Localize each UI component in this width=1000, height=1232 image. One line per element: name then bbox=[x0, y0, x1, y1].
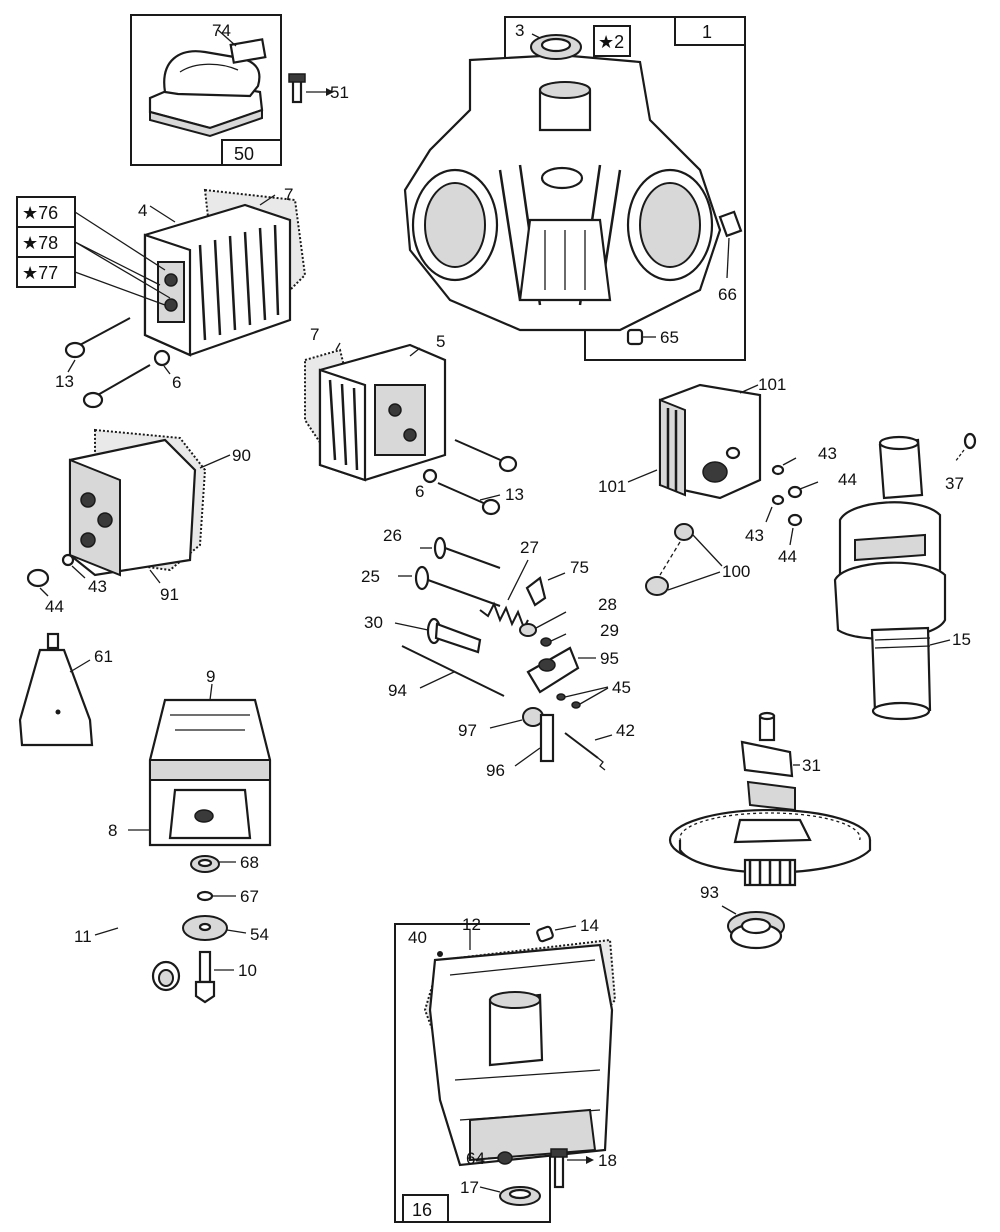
crankshaft-icon bbox=[833, 432, 977, 721]
label-4: 4 bbox=[138, 201, 147, 220]
label-43-second: 43 bbox=[745, 526, 764, 545]
label-68: 68 bbox=[240, 853, 259, 872]
label-40: 40 bbox=[408, 928, 427, 947]
label-101-second: 101 bbox=[598, 477, 626, 496]
valve-cover-icon bbox=[68, 428, 231, 584]
label-7-second: 7 bbox=[310, 325, 319, 344]
bolt-icon bbox=[288, 73, 334, 104]
bolt-icon bbox=[550, 1148, 594, 1189]
washer-icon bbox=[182, 855, 247, 941]
washer-icon bbox=[765, 457, 819, 546]
label-44-second: 44 bbox=[778, 547, 797, 566]
label-6-second: 6 bbox=[415, 482, 424, 501]
label-97: 97 bbox=[458, 721, 477, 740]
valve-icon bbox=[398, 536, 501, 607]
starred-box-2 bbox=[593, 25, 631, 57]
label-74: 74 bbox=[212, 21, 231, 40]
label-65: 65 bbox=[660, 328, 679, 347]
breather-cover-icon bbox=[627, 383, 762, 500]
label-64: 64 bbox=[466, 1149, 485, 1168]
label-43: 43 bbox=[818, 444, 837, 463]
label-45: 45 bbox=[612, 678, 631, 697]
push-rod-icon bbox=[401, 645, 505, 697]
label-30: 30 bbox=[364, 613, 383, 632]
rocker-arm-icon bbox=[526, 646, 609, 709]
label-17: 17 bbox=[460, 1178, 479, 1197]
camshaft-gear-icon bbox=[668, 711, 872, 887]
label-27: 27 bbox=[520, 538, 539, 557]
label-13: 13 bbox=[55, 372, 74, 391]
plug-icon bbox=[437, 925, 577, 1165]
label-91: 91 bbox=[160, 585, 179, 604]
starred-2: ★2 bbox=[598, 32, 624, 52]
label-15: 15 bbox=[952, 630, 971, 649]
tappet-icon bbox=[394, 572, 567, 654]
label-61: 61 bbox=[94, 647, 113, 666]
label-3: 3 bbox=[515, 21, 524, 40]
label-29: 29 bbox=[600, 621, 619, 640]
label-31: 31 bbox=[802, 756, 821, 775]
label-5: 5 bbox=[436, 332, 445, 351]
box-1: 1 bbox=[702, 22, 712, 42]
label-75: 75 bbox=[570, 558, 589, 577]
label-101: 101 bbox=[758, 375, 786, 394]
nut-icon bbox=[26, 553, 86, 597]
oil-sump-icon bbox=[128, 683, 272, 847]
label-11: 11 bbox=[74, 927, 92, 946]
label-67: 67 bbox=[240, 887, 259, 906]
label-42: 42 bbox=[616, 721, 635, 740]
dowel-pin-icon bbox=[626, 210, 743, 346]
head-bolt-icon bbox=[64, 317, 171, 409]
ignition-coil-icon bbox=[130, 14, 282, 166]
cylinder-head-icon bbox=[143, 188, 307, 357]
label-13-second: 13 bbox=[505, 485, 524, 504]
label-100: 100 bbox=[722, 562, 750, 581]
label-12: 12 bbox=[462, 915, 481, 934]
grommet-icon bbox=[645, 523, 723, 596]
crankcase-cover-icon bbox=[394, 923, 617, 1223]
head-bolt-icon bbox=[422, 439, 518, 516]
starred-76: ★76 bbox=[22, 203, 58, 223]
label-43-third: 43 bbox=[88, 577, 107, 596]
box-50: 50 bbox=[234, 144, 254, 164]
label-9: 9 bbox=[206, 667, 215, 686]
label-93: 93 bbox=[700, 883, 719, 902]
label-18: 18 bbox=[598, 1151, 617, 1170]
label-8: 8 bbox=[108, 821, 117, 840]
label-14: 14 bbox=[580, 916, 599, 935]
starred-78: ★78 bbox=[22, 233, 58, 253]
spring-icon bbox=[479, 559, 529, 631]
crankcase-cylinder-icon bbox=[403, 16, 746, 361]
label-51: 51 bbox=[330, 83, 349, 102]
label-95: 95 bbox=[600, 649, 619, 668]
label-37: 37 bbox=[945, 474, 964, 493]
starred-labels bbox=[16, 194, 276, 306]
seal-icon bbox=[530, 33, 582, 60]
label-28: 28 bbox=[598, 595, 617, 614]
label-66: 66 bbox=[718, 285, 737, 304]
governor-icon bbox=[721, 905, 785, 950]
part-labels: 74 51 50 3 ★2 1 ★76 ★78 ★77 4 7 66 65 13… bbox=[22, 21, 971, 1220]
cylinder-head-icon bbox=[304, 342, 447, 482]
label-90: 90 bbox=[232, 446, 251, 465]
label-10: 10 bbox=[238, 961, 257, 980]
label-94: 94 bbox=[388, 681, 407, 700]
label-44-third: 44 bbox=[45, 597, 64, 616]
label-54: 54 bbox=[250, 925, 269, 944]
drain-hose-icon bbox=[94, 874, 181, 992]
box-16: 16 bbox=[412, 1200, 432, 1220]
label-7: 7 bbox=[284, 185, 293, 204]
label-44: 44 bbox=[838, 470, 857, 489]
starred-77: ★77 bbox=[22, 263, 58, 283]
label-26: 26 bbox=[383, 526, 402, 545]
label-6: 6 bbox=[172, 373, 181, 392]
oil-seal-icon bbox=[479, 1186, 541, 1206]
rocker-shaft-icon bbox=[489, 707, 613, 771]
bolt-icon bbox=[194, 950, 234, 1004]
label-96: 96 bbox=[486, 761, 505, 780]
oil-bottle-icon bbox=[18, 632, 94, 747]
label-25: 25 bbox=[361, 567, 380, 586]
